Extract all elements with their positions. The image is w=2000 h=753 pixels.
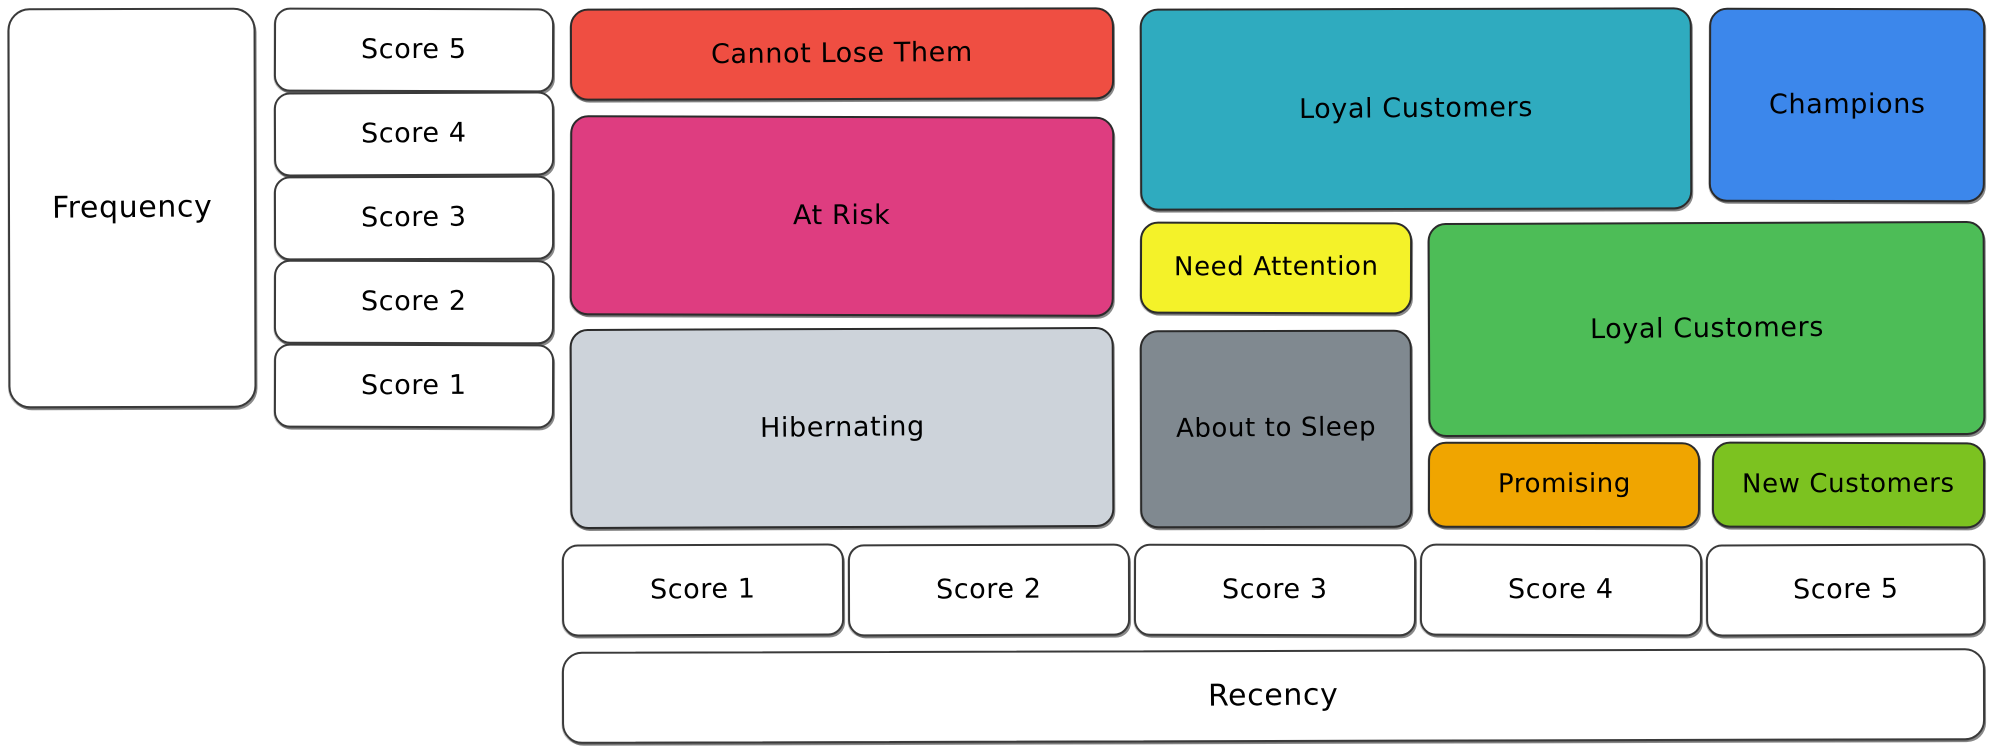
segment-at-risk[interactable]: At Risk	[569, 115, 1115, 317]
segment-promising[interactable]: Promising	[1427, 441, 1701, 529]
recency-score-1-label: Score 1	[650, 573, 756, 606]
segment-cannot-lose-them[interactable]: Cannot Lose Them	[569, 7, 1115, 101]
recency-score-4[interactable]: Score 4	[1419, 543, 1703, 637]
frequency-score-3-label: Score 3	[361, 202, 467, 234]
frequency-score-2[interactable]: Score 2	[273, 259, 555, 345]
segment-promising-label: Promising	[1497, 468, 1631, 500]
frequency-axis-label: Frequency	[51, 189, 213, 226]
recency-axis-label: Recency	[1208, 677, 1339, 714]
segment-about-to-sleep[interactable]: About to Sleep	[1139, 329, 1413, 529]
segment-need-attention-label: Need Attention	[1173, 251, 1379, 283]
segment-need-attention[interactable]: Need Attention	[1139, 221, 1413, 315]
segment-champions[interactable]: Champions	[1708, 7, 1986, 203]
recency-score-3-label: Score 3	[1222, 574, 1328, 606]
recency-score-4-label: Score 4	[1508, 574, 1614, 606]
frequency-score-2-label: Score 2	[361, 286, 467, 318]
recency-axis-box: Recency	[561, 648, 1986, 744]
segment-loyal-customers-teal[interactable]: Loyal Customers	[1139, 7, 1693, 211]
segment-loyal-customers-green[interactable]: Loyal Customers	[1427, 220, 1986, 438]
segment-cannot-lose-them-label: Cannot Lose Them	[710, 37, 974, 71]
segment-new-customers-label: New Customers	[1742, 468, 1955, 500]
segment-loyal-customers-teal-label: Loyal Customers	[1298, 92, 1534, 126]
frequency-axis-box: Frequency	[7, 7, 257, 409]
frequency-score-3[interactable]: Score 3	[273, 175, 555, 261]
segment-hibernating-label: Hibernating	[759, 411, 925, 445]
recency-score-3[interactable]: Score 3	[1133, 543, 1417, 637]
recency-score-1[interactable]: Score 1	[561, 543, 845, 637]
segment-new-customers[interactable]: New Customers	[1711, 441, 1986, 529]
frequency-score-5[interactable]: Score 5	[273, 7, 555, 93]
frequency-score-5-label: Score 5	[361, 34, 467, 66]
recency-score-2-label: Score 2	[936, 574, 1042, 606]
segment-hibernating[interactable]: Hibernating	[569, 326, 1115, 530]
recency-score-5[interactable]: Score 5	[1705, 543, 1986, 637]
segment-loyal-customers-green-label: Loyal Customers	[1589, 312, 1824, 346]
frequency-score-1[interactable]: Score 1	[273, 343, 555, 429]
recency-score-2[interactable]: Score 2	[847, 543, 1131, 637]
frequency-score-4[interactable]: Score 4	[273, 91, 555, 177]
frequency-score-1-label: Score 1	[361, 370, 467, 402]
recency-score-5-label: Score 5	[1792, 573, 1899, 606]
segment-champions-label: Champions	[1768, 89, 1926, 121]
segment-at-risk-label: At Risk	[793, 200, 891, 232]
segment-about-to-sleep-label: About to Sleep	[1175, 412, 1377, 444]
frequency-score-4-label: Score 4	[361, 117, 467, 150]
